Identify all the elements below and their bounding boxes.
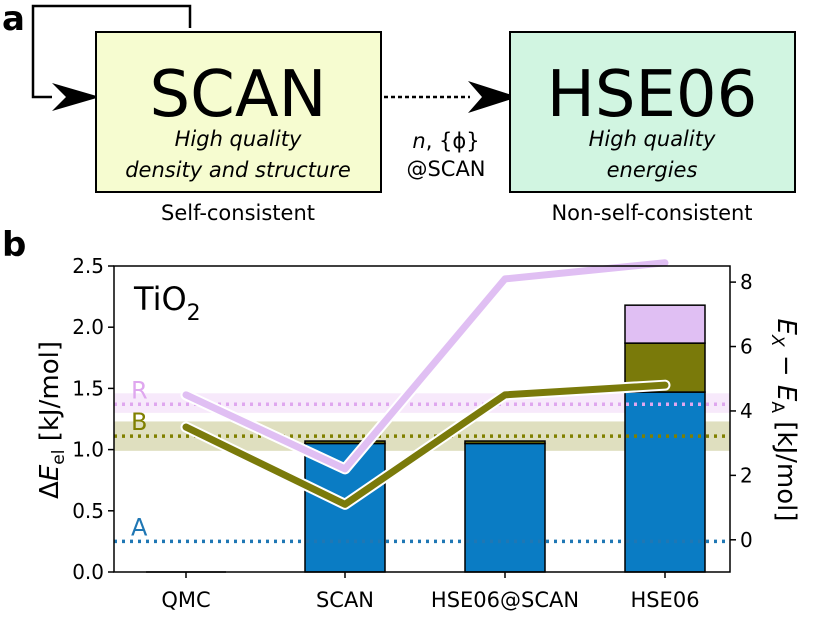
- right-tick-label-0: 0: [740, 528, 753, 552]
- left-tick-label-2.0: 2.0: [72, 315, 104, 339]
- left-tick-label-2.5: 2.5: [72, 254, 104, 278]
- scan-box-title: SCAN: [150, 58, 327, 132]
- right-axis-label: EX − EA [kJ/mol]: [767, 319, 801, 522]
- reference-label-A: A: [131, 513, 148, 541]
- x-tick-label-QMC: QMC: [161, 588, 210, 612]
- bar-B-HSE06@SCAN: [464, 440, 546, 445]
- left-tick-label-0.0: 0.0: [72, 560, 104, 584]
- right-axis-label-group: EX − EA [kJ/mol]: [767, 319, 801, 522]
- left-axis-label: ΔEel [kJ/mol]: [35, 341, 69, 499]
- arrow-label-2: @SCAN: [406, 157, 485, 181]
- x-tick-label-SCAN: SCAN: [316, 588, 374, 612]
- left-tick-label-1.0: 1.0: [72, 438, 104, 462]
- right-tick-label-8: 8: [740, 270, 753, 294]
- arrow-label-1: n, {ϕ}: [412, 129, 479, 153]
- dotted-arrowhead: [468, 81, 518, 113]
- feedback-loop-line: [31, 4, 192, 99]
- right-tick-label-6: 6: [740, 335, 753, 359]
- hse-box-line2: energies: [607, 158, 698, 182]
- panel-b-label: b: [2, 225, 26, 265]
- reference-label-R: R: [131, 376, 148, 404]
- panel-a-label: a: [2, 0, 25, 39]
- reference-label-B: B: [131, 408, 147, 436]
- series-line-B: [182, 381, 669, 508]
- x-tick-label-HSE06: HSE06: [630, 588, 699, 612]
- bar-A-HSE06: [624, 391, 706, 573]
- series-line-R: [182, 259, 669, 473]
- feedback-arrowhead: [52, 83, 100, 111]
- left-tick-label-1.5: 1.5: [72, 376, 104, 400]
- hse-box-line1: High quality: [589, 127, 716, 151]
- bar-A-HSE06@SCAN: [464, 442, 546, 573]
- hse-box: [509, 31, 796, 193]
- bar-R-HSE06: [624, 304, 706, 344]
- scan-box-line1: High quality: [175, 127, 302, 151]
- hse-box-title: HSE06: [547, 58, 758, 132]
- chart-inset-title: TiO2: [133, 280, 201, 326]
- left-tick-label-0.5: 0.5: [72, 499, 104, 523]
- right-tick-label-2: 2: [740, 463, 753, 487]
- band-R: [114, 393, 730, 413]
- scan-box-line2: density and structure: [125, 158, 351, 182]
- right-tick-label-4: 4: [740, 399, 753, 423]
- x-tick-label-HSE06@SCAN: HSE06@SCAN: [431, 588, 579, 612]
- scan-box-caption: Self-consistent: [161, 201, 315, 225]
- hse-box-caption: Non-self-consistent: [551, 201, 752, 225]
- left-axis-label-group: ΔEel [kJ/mol]: [35, 341, 69, 499]
- bar-B-SCAN: [304, 440, 386, 445]
- scan-box: [95, 31, 382, 193]
- plot-frame: [113, 265, 731, 573]
